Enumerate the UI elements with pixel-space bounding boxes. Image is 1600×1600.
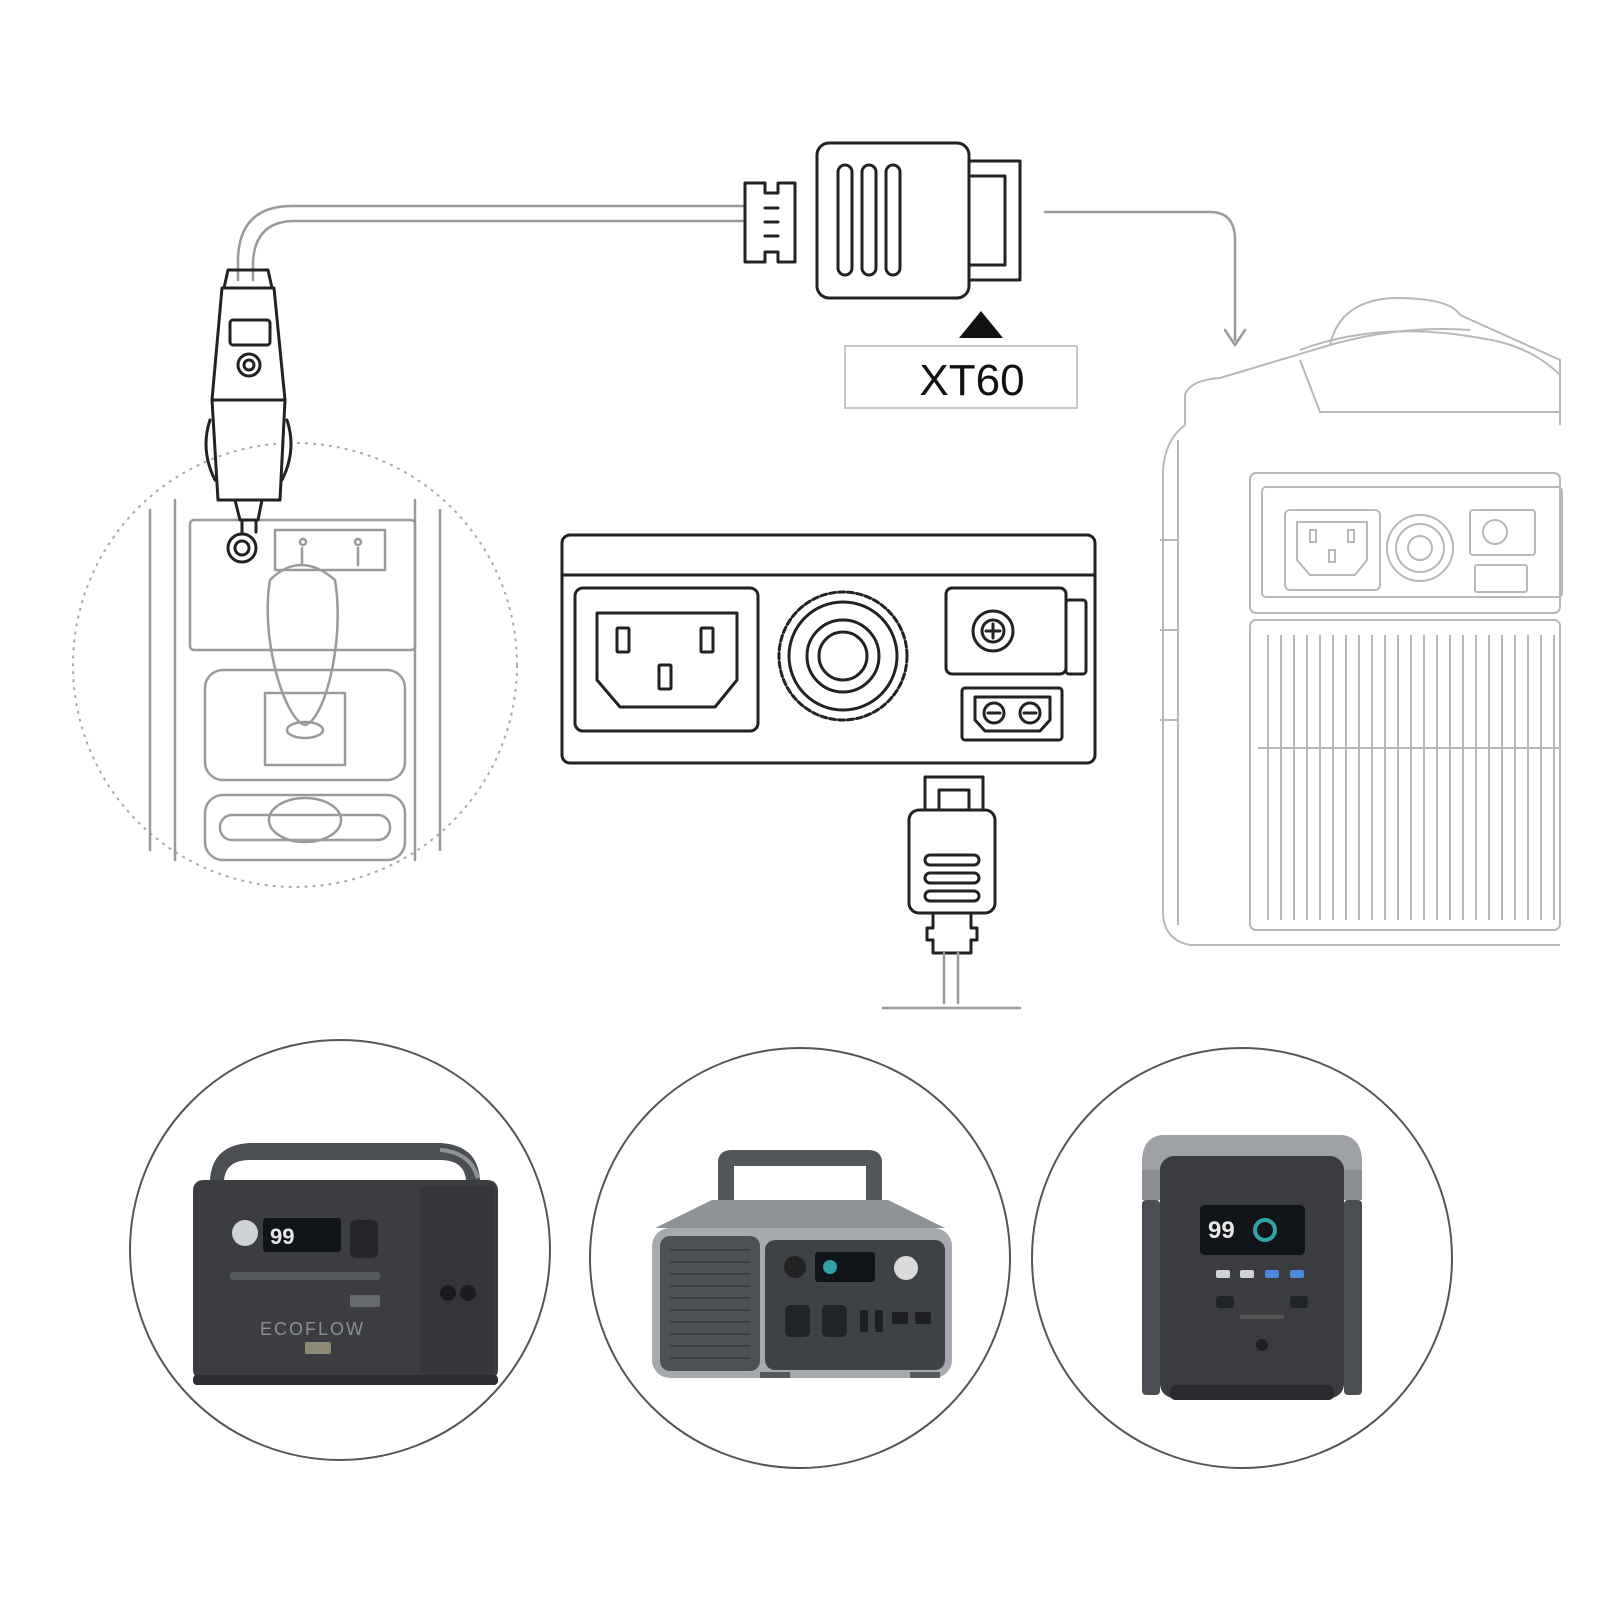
- car-plug-cable: [204, 204, 747, 534]
- product-circle-1: 99 ECOFLOW: [129, 1039, 551, 1461]
- port-panel: [560, 533, 1097, 765]
- power-station-outline: [1160, 296, 1563, 946]
- product-circle-2: [589, 1047, 1011, 1469]
- ecoflow-river-power-station: 99 ECOFLOW: [193, 1143, 498, 1385]
- car-socket-zoom: [72, 442, 518, 888]
- xt60-plug: [743, 141, 1022, 338]
- xt60-label: XT60: [844, 345, 1078, 409]
- station-vent-grille: [1258, 635, 1560, 920]
- xt60-plug-bottom: [881, 775, 1022, 1010]
- xt60-label-text: XT60: [919, 356, 1024, 405]
- brand-logo-text: ECOFLOW: [260, 1319, 365, 1339]
- product-circle-3: 99: [1031, 1047, 1453, 1469]
- arrow-to-station: [1043, 210, 1247, 347]
- screen-readout-3: 99: [1208, 1217, 1235, 1244]
- delta-power-station: 99: [1142, 1135, 1362, 1400]
- screen-readout-1: 99: [270, 1224, 294, 1249]
- river-2-power-station: [652, 1150, 952, 1378]
